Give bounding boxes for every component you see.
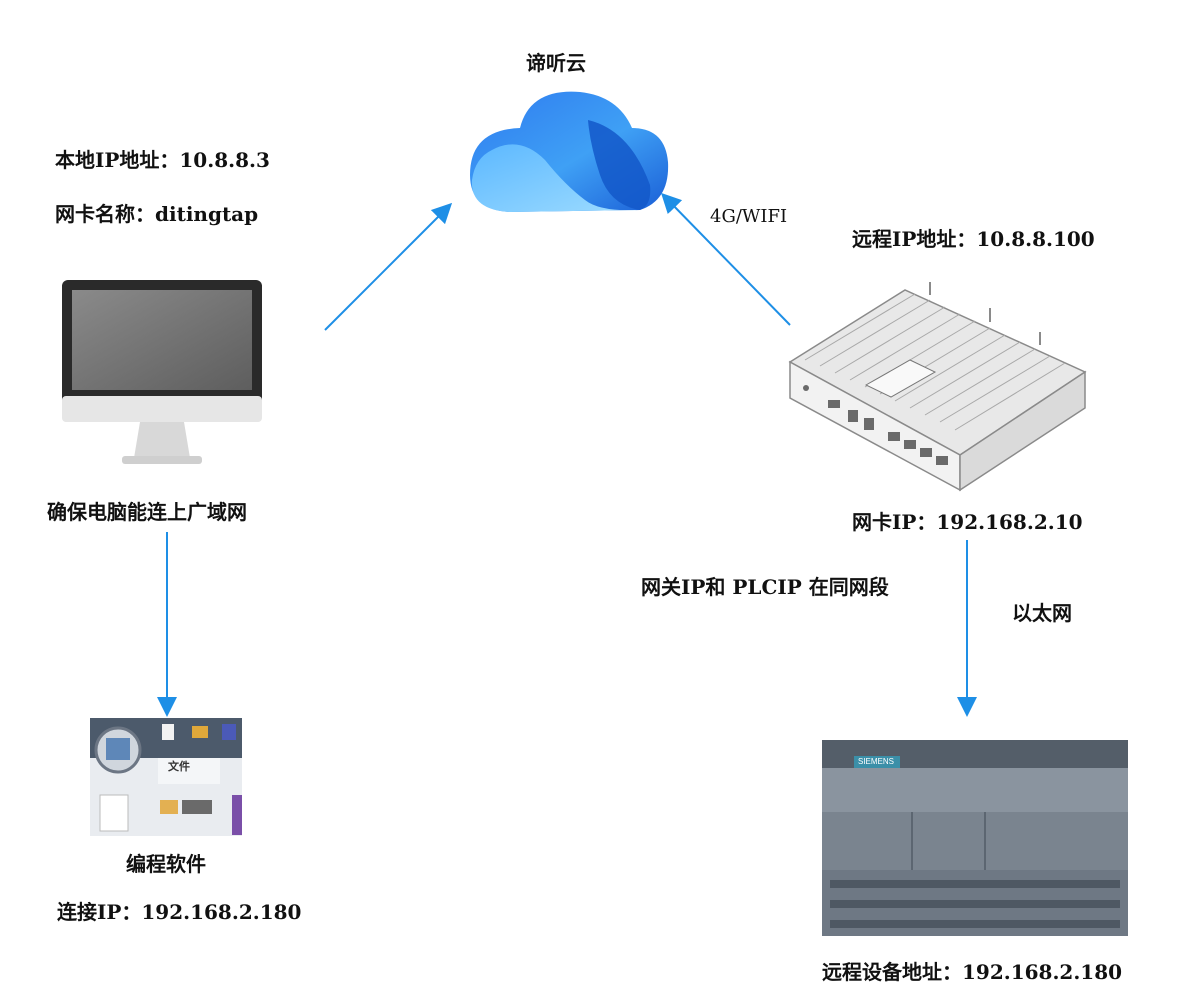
software-ip-label: 连接IP：192.168.2.180	[57, 900, 302, 924]
plc-brand-label: SIEMENS	[858, 757, 895, 766]
gateway-to-cloud-arrow	[661, 192, 791, 326]
plc-device-icon	[822, 740, 1128, 936]
ethernet-label: 以太网	[1012, 601, 1072, 625]
link-type-label: 4G/WIFI	[710, 206, 788, 227]
monitor-icon	[62, 280, 262, 464]
remote-ip-label: 远程IP地址：10.8.8.100	[852, 227, 1095, 251]
software-label: 编程软件	[126, 852, 206, 876]
software-screenshot-icon	[90, 718, 242, 836]
gateway-nic-ip-label: 网卡IP：192.168.2.10	[852, 510, 1083, 534]
plc-address-label: 远程设备地址：192.168.2.180	[822, 960, 1123, 984]
internet-note-label: 确保电脑能连上广域网	[47, 500, 247, 524]
gateway-device-icon	[788, 282, 1087, 492]
pc-to-cloud-arrow	[324, 202, 453, 331]
subnet-note-label: 网关IP和 PLCIP 在同网段	[641, 575, 889, 599]
software-tab-label: 文件	[168, 760, 190, 773]
local-ip-label: 本地IP地址：10.8.8.3	[55, 148, 270, 172]
cloud-icon	[470, 91, 669, 212]
cloud-label: 谛听云	[526, 51, 586, 75]
nic-name-label: 网卡名称：ditingtap	[55, 202, 259, 226]
